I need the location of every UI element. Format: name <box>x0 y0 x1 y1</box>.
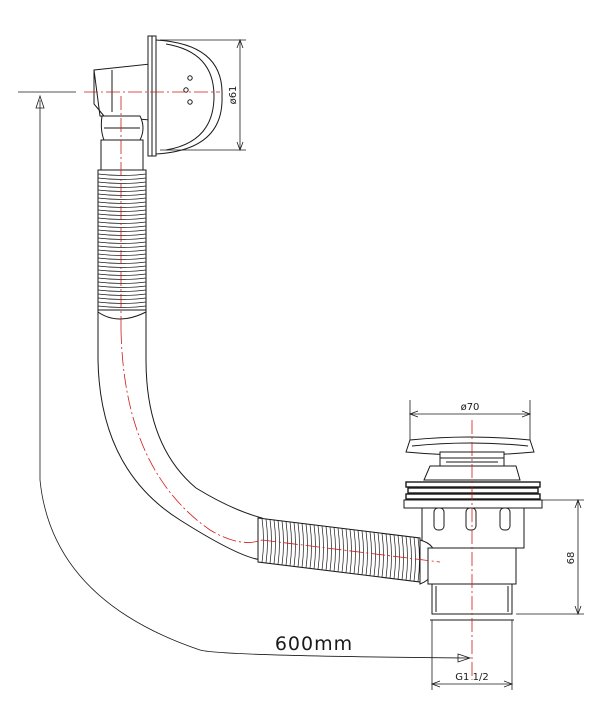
hose-rib <box>97 261 147 264</box>
hose-rib <box>361 530 364 575</box>
hose-rib <box>97 189 147 192</box>
hose-rib <box>97 273 147 276</box>
hose-rib <box>97 221 147 224</box>
overflow-diameter-label: ø61 <box>228 86 239 105</box>
hose-rib <box>97 277 147 280</box>
vertical-corrugated-hose <box>97 169 147 311</box>
length-dimension: 600mm <box>18 91 472 663</box>
hose-rib <box>97 305 147 308</box>
hose-rib <box>97 193 147 196</box>
horizontal-corrugated-hose <box>257 517 424 583</box>
centerlines <box>84 91 473 680</box>
hose-rib <box>301 523 304 568</box>
waste-height-dimension: 68 <box>516 498 584 616</box>
waste-height-label: 68 <box>566 552 577 565</box>
hose-rib <box>97 289 147 292</box>
hose-rib <box>281 520 284 566</box>
hose-rib <box>97 185 147 188</box>
overflow-diameter-dimension: ø61 <box>160 38 246 152</box>
hose-rib <box>97 205 147 208</box>
hose-rib <box>97 209 147 212</box>
hose-rib <box>97 213 147 216</box>
hose-rib <box>341 528 344 573</box>
hose-rib <box>97 257 147 260</box>
hose-rib <box>97 225 147 228</box>
hose-rib <box>97 293 147 296</box>
hose-rib <box>97 253 147 256</box>
length-label: 600mm <box>275 633 353 655</box>
hose-rib <box>97 245 147 248</box>
hose-rib <box>97 237 147 240</box>
hose-rib <box>97 269 147 272</box>
waste-assembly <box>403 436 543 621</box>
hose-rib <box>97 173 147 176</box>
thread-dimension: G1 1/2 <box>430 620 514 690</box>
thread-label: G1 1/2 <box>455 672 488 683</box>
hose-rib <box>405 536 408 581</box>
waste-diameter-label: ø70 <box>461 402 480 413</box>
hose-rib <box>389 534 392 579</box>
hose-rib <box>97 265 147 268</box>
hose-rib <box>97 217 147 220</box>
hose-rib <box>345 528 348 573</box>
hose-rib <box>385 533 388 578</box>
hose-rib <box>97 197 147 200</box>
hose-rib <box>97 301 147 304</box>
hose-rib <box>97 181 147 184</box>
hose-rib <box>297 522 300 567</box>
hose-rib <box>97 249 147 252</box>
hose-rib <box>97 285 147 288</box>
hose-rib <box>97 229 147 232</box>
hose-rib <box>97 201 147 204</box>
hose-rib <box>97 233 147 236</box>
hose-rib <box>97 177 147 180</box>
hose-rib <box>97 281 147 284</box>
waste-diameter-dimension: ø70 <box>408 400 532 440</box>
hose-rib <box>97 241 147 244</box>
smooth-bent-pipe <box>97 309 263 561</box>
hose-rib <box>97 297 147 300</box>
